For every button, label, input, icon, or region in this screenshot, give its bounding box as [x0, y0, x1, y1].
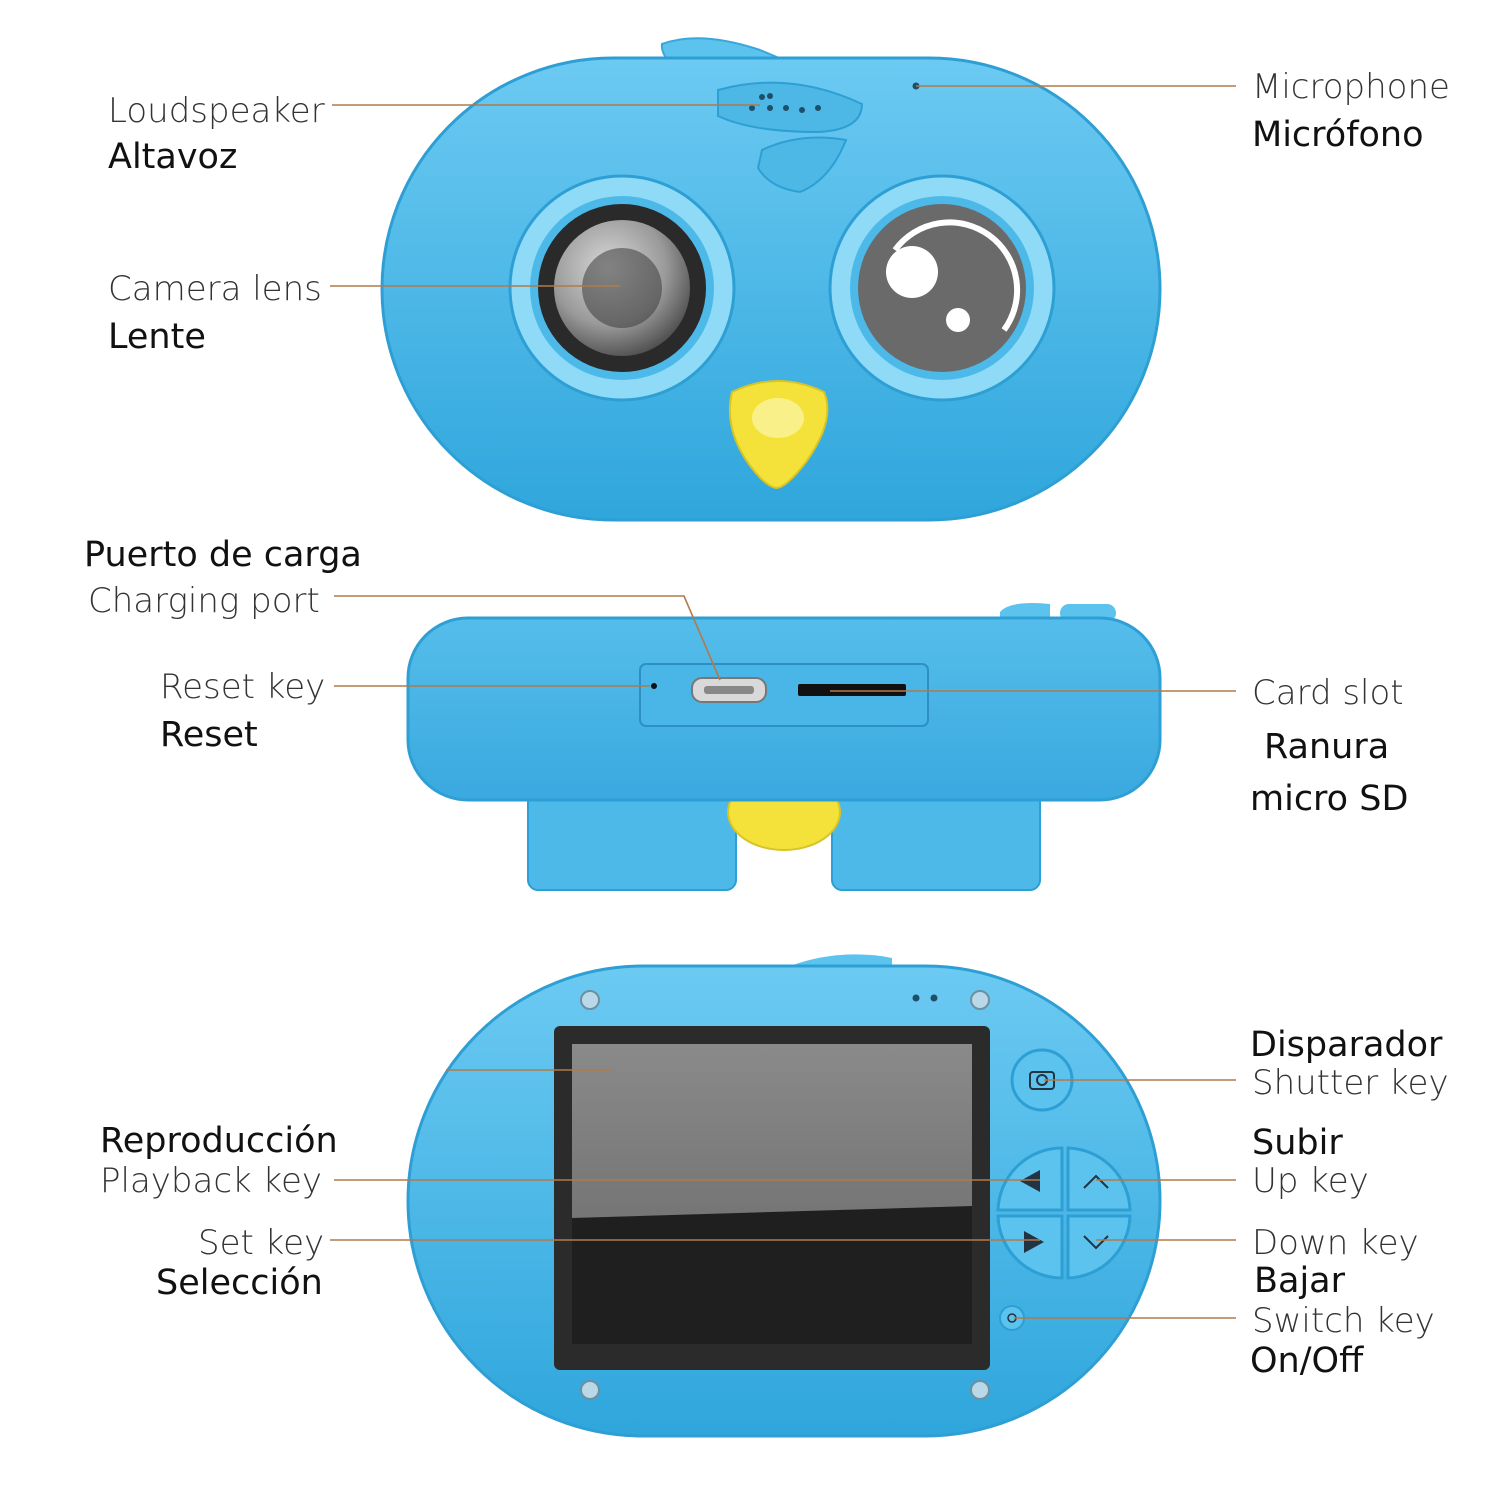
- label-microphone-es: Micrófono: [1252, 115, 1424, 155]
- label-down-en: Down key: [1252, 1223, 1419, 1263]
- reset-hole: [651, 683, 657, 689]
- label-microphone-en: Microphone: [1252, 67, 1450, 107]
- decorative-eye: [828, 174, 1056, 402]
- label-switch-es: On/Off: [1250, 1341, 1364, 1381]
- bottom-view: [406, 603, 1162, 891]
- label-shutter-en: Shutter key: [1252, 1063, 1449, 1103]
- label-up-en: Up key: [1252, 1161, 1369, 1201]
- label-card-slot-es-2: micro SD: [1250, 779, 1409, 819]
- speaker-holes: [749, 93, 821, 113]
- label-switch-en: Switch key: [1252, 1301, 1435, 1341]
- label-playback-en: Playback key: [100, 1161, 323, 1201]
- screws: [580, 990, 990, 1400]
- label-charging-port-en: Charging port: [88, 581, 320, 621]
- label-down-es: Bajar: [1254, 1261, 1346, 1301]
- label-up-es: Subir: [1252, 1123, 1343, 1163]
- label-card-slot-es-1: Ranura: [1264, 727, 1390, 767]
- label-loudspeaker-en: Loudspeaker: [108, 91, 325, 131]
- label-card-slot-en: Card slot: [1252, 673, 1404, 713]
- front-view: [380, 37, 1162, 522]
- dpad: [996, 1146, 1132, 1280]
- back-view: [406, 954, 1162, 1438]
- label-camera-lens-en: Camera lens: [108, 269, 322, 309]
- label-charging-port-es: Puerto de carga: [84, 535, 362, 575]
- front-body: [380, 56, 1162, 522]
- label-reset-key-en: Reset key: [160, 667, 326, 707]
- label-playback-es: Reproducción: [100, 1121, 338, 1161]
- label-camera-lens-es: Lente: [108, 317, 206, 357]
- speaker-wing: [717, 81, 864, 134]
- leader-lines: [330, 85, 1236, 1319]
- head-feather: [756, 136, 848, 194]
- label-loudspeaker-es: Altavoz: [108, 137, 238, 177]
- label-shutter-es: Disparador: [1250, 1025, 1443, 1065]
- label-reset-key-es: Reset: [160, 715, 258, 755]
- sd-slot: [798, 684, 906, 696]
- camera-lens-assembly: [508, 174, 736, 402]
- label-set-es: Selección: [156, 1263, 323, 1303]
- label-set-en: Set key: [198, 1223, 325, 1263]
